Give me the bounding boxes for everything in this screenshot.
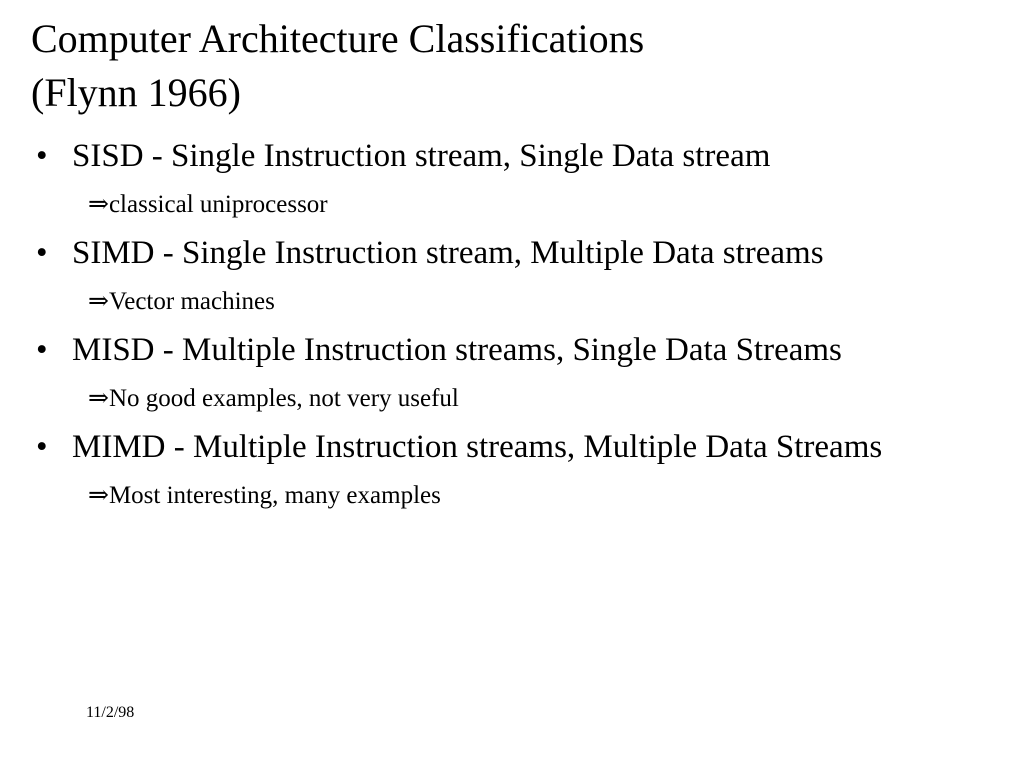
bullet-block-simd: • SIMD - Single Instruction stream, Mult… (0, 228, 1024, 325)
bullet-block-sisd: • SISD - Single Instruction stream, Sing… (0, 131, 1024, 228)
sub-bullet-label-simd: Vector machines (108, 288, 275, 315)
bullet-block-misd: • MISD - Multiple Instruction streams, S… (0, 325, 1024, 422)
page-title-line-2: (Flynn 1966) (31, 70, 241, 115)
bullet-dot-icon: • (36, 429, 48, 465)
sub-bullet-label-misd: No good examples, not very useful (108, 385, 459, 412)
slide-date-footer: 11/2/98 (86, 704, 135, 721)
bullet-block-mimd: • MIMD - Multiple Instruction streams, M… (0, 422, 1024, 519)
bullet-label-mimd: MIMD - Multiple Instruction streams, Mul… (72, 429, 883, 465)
bullet-item-mimd: • MIMD - Multiple Instruction streams, M… (0, 422, 1024, 472)
double-arrow-icon: ⇒ (88, 482, 109, 509)
bullet-item-simd: • SIMD - Single Instruction stream, Mult… (0, 228, 1024, 278)
double-arrow-icon: ⇒ (88, 191, 109, 218)
bullet-dot-icon: • (36, 235, 48, 271)
sub-bullet-item-mimd: ⇒Most interesting, many examples (0, 472, 1024, 519)
bullet-label-sisd: SISD - Single Instruction stream, Single… (72, 138, 771, 174)
bullet-item-sisd: • SISD - Single Instruction stream, Sing… (0, 131, 1024, 181)
bullet-label-simd: SIMD - Single Instruction stream, Multip… (72, 235, 824, 271)
double-arrow-icon: ⇒ (88, 288, 109, 315)
bullet-dot-icon: • (36, 332, 48, 368)
page-title-line-1: Computer Architecture Classifications (31, 16, 645, 61)
sub-bullet-item-simd: ⇒Vector machines (0, 278, 1024, 325)
bullet-list: • SISD - Single Instruction stream, Sing… (0, 131, 1024, 519)
sub-bullet-label-mimd: Most interesting, many examples (108, 482, 441, 509)
sub-bullet-item-sisd: ⇒classical uniprocessor (0, 181, 1024, 228)
bullet-item-misd: • MISD - Multiple Instruction streams, S… (0, 325, 1024, 375)
sub-bullet-item-misd: ⇒No good examples, not very useful (0, 375, 1024, 422)
sub-bullet-label-sisd: classical uniprocessor (108, 191, 328, 218)
bullet-dot-icon: • (36, 138, 48, 174)
page-title: Computer Architecture Classifications (F… (31, 12, 971, 120)
bullet-label-misd: MISD - Multiple Instruction streams, Sin… (72, 332, 842, 368)
double-arrow-icon: ⇒ (88, 385, 109, 412)
